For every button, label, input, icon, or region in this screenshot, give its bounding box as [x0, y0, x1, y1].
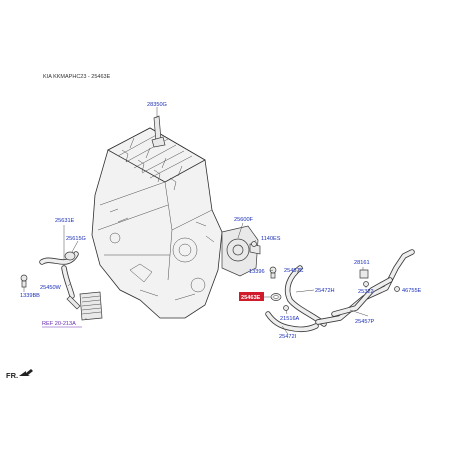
water-pump-25600F[interactable]	[221, 225, 261, 277]
oring-25615G[interactable]	[64, 251, 76, 261]
sensor-28161[interactable]	[359, 269, 369, 279]
hose-25472H[interactable]	[284, 265, 327, 327]
bolt-21516A[interactable]	[283, 305, 289, 311]
front-arrow-icon	[19, 369, 33, 376]
label-28350G[interactable]: 28350G	[147, 102, 167, 108]
label-25472I[interactable]: 25472I	[279, 334, 297, 340]
reference-link[interactable]: REF 20-213A	[42, 321, 76, 327]
bolt-13396[interactable]	[269, 266, 277, 279]
label-25457C[interactable]: 25457C	[284, 268, 304, 274]
label-25450W[interactable]: 25450W	[40, 285, 62, 291]
gasket-25463E[interactable]	[270, 293, 282, 301]
bolt-25322[interactable]	[363, 281, 369, 287]
hose-25472I[interactable]	[265, 311, 319, 333]
bracket-28350G[interactable]	[151, 115, 166, 148]
label-13396[interactable]: 13396	[249, 269, 265, 275]
label-25463E[interactable]: 25463E	[241, 295, 261, 301]
oil-cooler[interactable]	[79, 291, 103, 321]
bolt-1339BB[interactable]	[20, 274, 28, 288]
pipe-25450W[interactable]	[61, 265, 81, 310]
label-28161[interactable]: 28161	[354, 260, 370, 266]
bolt-1140ES[interactable]	[251, 241, 257, 247]
highlight-box	[239, 292, 264, 301]
label-25322[interactable]: 25322	[358, 289, 374, 295]
engine-block	[91, 127, 223, 319]
direction-label: FR.	[6, 371, 19, 380]
label-1339BB[interactable]: 1339BB	[20, 293, 40, 299]
label-25631E[interactable]: 25631E	[55, 218, 75, 224]
label-1140ES[interactable]: 1140ES	[261, 236, 281, 242]
label-25600F[interactable]: 25600F	[234, 217, 254, 223]
diagram-header: KIA KKMAPHC23 - 25463E	[43, 74, 111, 80]
label-21516A[interactable]: 21516A	[280, 316, 300, 322]
label-46755E[interactable]: 46755E	[402, 288, 422, 294]
clip-46755E[interactable]	[394, 286, 400, 292]
label-25457P[interactable]: 25457P	[355, 319, 375, 325]
label-25615G[interactable]: 25615G	[66, 236, 86, 242]
pipe-25457P[interactable]	[315, 249, 415, 325]
label-25472H[interactable]: 25472H	[315, 288, 335, 294]
leader-lines	[23, 107, 400, 335]
